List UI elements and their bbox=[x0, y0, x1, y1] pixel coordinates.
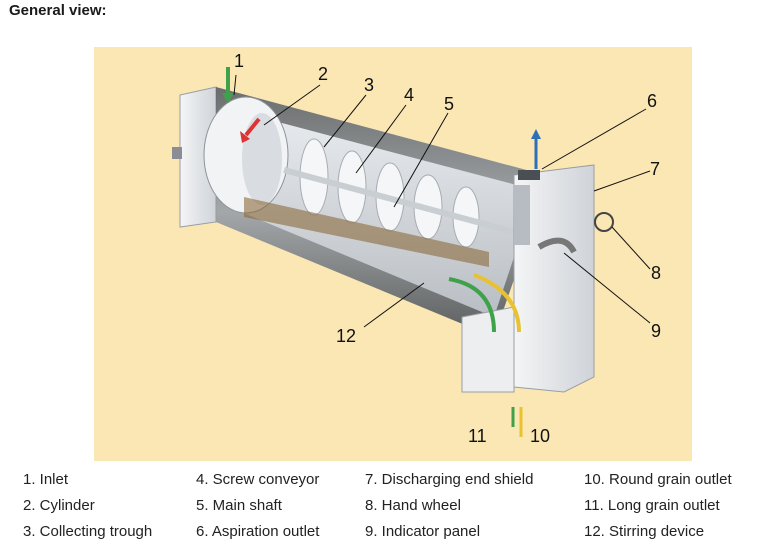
legend-item: 4. Screw conveyor bbox=[196, 471, 320, 488]
parts-legend: 1. Inlet 2. Cylinder 3. Collecting troug… bbox=[0, 466, 757, 547]
callout-12: 12 bbox=[336, 326, 356, 346]
grain-layer bbox=[244, 197, 489, 267]
discharge-end-shield bbox=[461, 164, 614, 393]
callout-9: 9 bbox=[651, 321, 661, 341]
green-flow-arrow bbox=[448, 277, 496, 333]
callout-10: 10 bbox=[530, 426, 550, 446]
legend-item: 1. Inlet bbox=[23, 471, 69, 488]
leader-lines bbox=[233, 74, 651, 328]
callout-5: 5 bbox=[444, 94, 454, 114]
aspiration-outlet bbox=[518, 170, 540, 180]
callout-2: 2 bbox=[318, 64, 328, 84]
callout-11: 11 bbox=[468, 426, 487, 446]
hand-wheel bbox=[594, 212, 614, 232]
legend-item: 12. Stirring device bbox=[584, 523, 705, 540]
rotation-arrow bbox=[244, 117, 261, 137]
callout-3: 3 bbox=[364, 75, 374, 95]
callout-4: 4 bbox=[404, 85, 414, 105]
callout-6: 6 bbox=[647, 91, 657, 111]
indicator-panel bbox=[537, 237, 577, 254]
legend-item: 6. Aspiration outlet bbox=[196, 523, 320, 540]
legend-item: 7. Discharging end shield bbox=[365, 471, 534, 488]
legend-item: 3. Collecting trough bbox=[23, 523, 153, 540]
page-title: General view: bbox=[9, 2, 107, 19]
callout-7: 7 bbox=[650, 159, 660, 179]
yellow-flow-arrow bbox=[473, 273, 521, 333]
machine-diagram: 1 2 3 4 5 6 7 8 9 10 11 12 bbox=[94, 47, 692, 461]
machine-illustration: 1 2 3 4 5 6 7 8 9 10 11 12 bbox=[172, 51, 661, 446]
legend-item: 5. Main shaft bbox=[196, 497, 282, 514]
legend-item: 11. Long grain outlet bbox=[584, 497, 720, 514]
shaft-stub bbox=[172, 147, 182, 159]
callout-8: 8 bbox=[651, 263, 661, 283]
legend-item: 2. Cylinder bbox=[23, 497, 95, 514]
main-shaft bbox=[283, 167, 515, 235]
callout-1: 1 bbox=[234, 51, 244, 71]
legend-item: 9. Indicator panel bbox=[365, 523, 481, 540]
legend-item: 8. Hand wheel bbox=[365, 497, 461, 514]
legend-item: 10. Round grain outlet bbox=[584, 471, 732, 488]
